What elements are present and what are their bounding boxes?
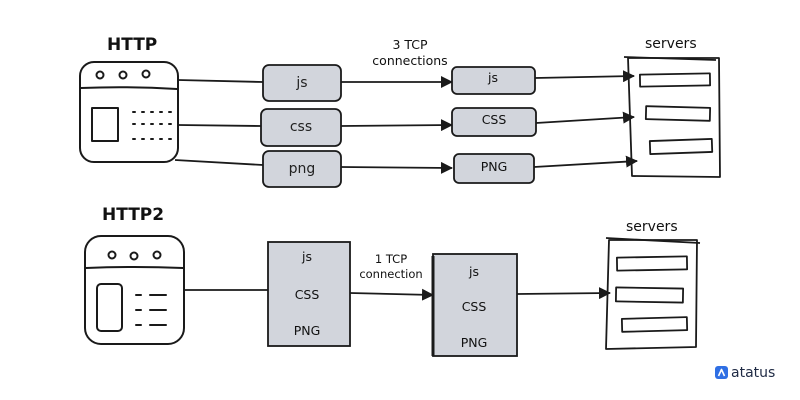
http2-server-bundle-box [431, 253, 518, 357]
http2-server-bundle-js: js [469, 263, 479, 279]
atatus-brand-name: atatus [731, 365, 776, 381]
http-servers-label: servers [645, 36, 697, 52]
http-server-rack-icon [623, 56, 721, 178]
http2-client-bundle-png: PNG [293, 322, 321, 338]
http-client-resource-png: png [288, 161, 316, 177]
http-server-resource-boxes [451, 66, 537, 184]
http-client-browser-icon [79, 61, 179, 163]
http-client-links [174, 79, 264, 166]
http2-server-arrow [516, 287, 611, 300]
http2-client-browser-icon [84, 235, 185, 345]
http-server-resource-png: PNG [480, 158, 508, 174]
http-server-arrows [533, 70, 638, 168]
http2-server-bundle-png: PNG [460, 334, 488, 350]
http-client-resource-boxes [260, 64, 342, 188]
http-client-resource-js: js [296, 75, 308, 91]
http2-client-bundle-box [267, 241, 351, 347]
http-server-resource-js: js [488, 69, 498, 85]
http2-server-rack-icon [605, 237, 701, 350]
http2-connection-label: 1 TCP connection [359, 252, 423, 281]
http-connection-arrows [340, 76, 453, 174]
http2-connection-arrow [349, 288, 434, 301]
http-section-title: HTTP [107, 35, 158, 55]
http-server-resource-css: CSS [481, 111, 507, 127]
http2-servers-label: servers [626, 219, 678, 235]
http-connection-label: 3 TCP connections [372, 37, 448, 69]
http2-section-title: HTTP2 [102, 205, 165, 225]
atatus-logo-icon [715, 366, 728, 379]
http2-client-bundle-js: js [302, 248, 312, 264]
http2-client-bundle-css: CSS [294, 286, 320, 302]
http2-server-bundle-css: CSS [461, 298, 487, 314]
http-client-resource-css: css [289, 119, 313, 135]
